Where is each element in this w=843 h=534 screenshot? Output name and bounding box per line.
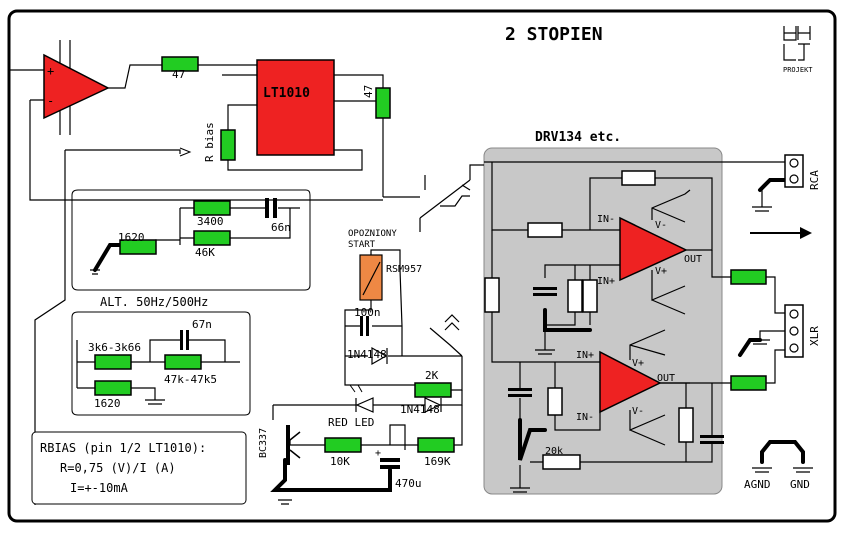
drv-resistor-20k (542, 454, 581, 470)
label-delayed-1: OPOZNIONY (348, 229, 397, 239)
drv-resistor-in (527, 222, 563, 238)
label-r1620-bot: 1620 (94, 397, 121, 410)
label-led: RED LED (328, 416, 374, 429)
svg-text:-: - (47, 94, 54, 108)
label-tr: BC337 (258, 428, 269, 458)
resistor-out-1 (730, 269, 767, 285)
svg-text:+: + (47, 64, 54, 78)
capacitor-66n (273, 198, 277, 218)
resistor-47-top (161, 56, 199, 72)
note-line-3: I=+-10mA (70, 481, 129, 495)
capacitor-67n (186, 330, 189, 350)
svg-text:+: + (375, 448, 381, 459)
label-r46k: 46K (195, 246, 215, 259)
label-v-plus-2: V+ (632, 358, 644, 369)
resistor-169k (417, 437, 455, 453)
input-opamp (43, 53, 110, 120)
resistor-3400 (193, 200, 231, 216)
resistor-3k6 (94, 354, 132, 370)
page-title: 2 STOPIEN (505, 24, 603, 45)
label-rbias: R bias (203, 122, 216, 162)
label-relay: RSM957 (386, 264, 422, 275)
resistor-1620-bot (94, 380, 132, 396)
label-in-minus-1: IN- (597, 214, 615, 225)
label-in-plus-1: IN+ (597, 276, 615, 287)
note-line-2: R=0,75 (V)/I (A) (60, 461, 176, 475)
capacitor-100n (366, 316, 369, 336)
label-out-1: OUT (684, 254, 702, 265)
drv-wiring (491, 162, 787, 493)
note-box (31, 431, 247, 505)
label-v-minus-2: V- (632, 406, 644, 417)
drv-capacitor-2 (508, 394, 532, 397)
label-out-2: OUT (657, 373, 675, 384)
section-drv: DRV134 etc. (535, 130, 621, 145)
resistor-2k (414, 382, 452, 398)
agnd-gnd-link (752, 440, 813, 473)
label-r169k: 169K (424, 455, 451, 468)
chip-label: LT1010 (263, 86, 310, 101)
label-c67n: 67n (192, 318, 212, 331)
label-alt: ALT. 50Hz/500Hz (100, 295, 208, 309)
diode-1 (371, 346, 388, 366)
label-r2k: 2K (425, 369, 439, 382)
label-r3400: 3400 (197, 215, 224, 228)
output-arrow-icon (800, 227, 812, 239)
resistor-1620-top (119, 239, 157, 255)
drv-opamp-1 (619, 216, 688, 282)
label-gnd: GND (790, 478, 810, 491)
label-v-minus-1: V- (655, 220, 667, 231)
label-r10k: 10K (330, 455, 350, 468)
mode-switch (383, 161, 785, 232)
alt-network (71, 311, 251, 416)
label-r3k6: 3k6-3k66 (88, 341, 141, 354)
label-c66n: 66n (271, 221, 291, 234)
label-in-plus-2: IN+ (576, 350, 594, 361)
resistor-rbias (220, 129, 236, 161)
label-r47k: 47k-47k5 (164, 373, 217, 386)
wiring-top (10, 40, 384, 505)
projekt-logo (783, 26, 811, 61)
transistor-bc337 (286, 425, 290, 465)
drv-resistor-b (582, 279, 598, 313)
feedback-network (71, 189, 311, 291)
label-agnd: AGND (744, 478, 771, 491)
resistor-10k (324, 437, 362, 453)
label-c470u: 470u (395, 477, 422, 490)
label-r47-top: 47 (172, 68, 185, 81)
drv-resistor-feedback (621, 170, 656, 186)
note-line-1: RBIAS (pin 1/2 LT1010): (40, 441, 206, 455)
label-delayed-2: START (348, 240, 376, 250)
drv-resistor-left (484, 277, 500, 313)
drv-resistor-d (678, 407, 694, 443)
label-d2: 1N4148 (400, 403, 440, 416)
label-v-plus-1: V+ (655, 266, 667, 277)
drv-resistor-a (567, 279, 583, 313)
lt1010-chip (256, 59, 335, 156)
label-xlr: XLR (808, 326, 821, 346)
label-rca: RCA (808, 170, 821, 190)
driver-wiring (270, 390, 463, 505)
label-r47-right: 47 (362, 85, 375, 98)
resistor-out-2 (730, 375, 767, 391)
logo-text: PROJEKT (783, 66, 813, 74)
drv-capacitor-1 (533, 293, 557, 296)
label-r1620-top: 1620 (118, 231, 145, 244)
drv-resistor-c (547, 387, 563, 416)
relay-wiring (344, 249, 463, 391)
label-c100n: 100n (354, 306, 381, 319)
drv-capacitor-3 (700, 441, 724, 444)
capacitor-470u (380, 465, 400, 469)
label-in-minus-2: IN- (576, 412, 594, 423)
resistor-47k (164, 354, 202, 370)
label-d1: 1N4148 (347, 348, 387, 361)
drv-opamp-2 (599, 350, 662, 414)
label-r20k: 20k (545, 446, 563, 457)
resistor-46k (193, 230, 231, 246)
resistor-47-right (375, 87, 391, 119)
